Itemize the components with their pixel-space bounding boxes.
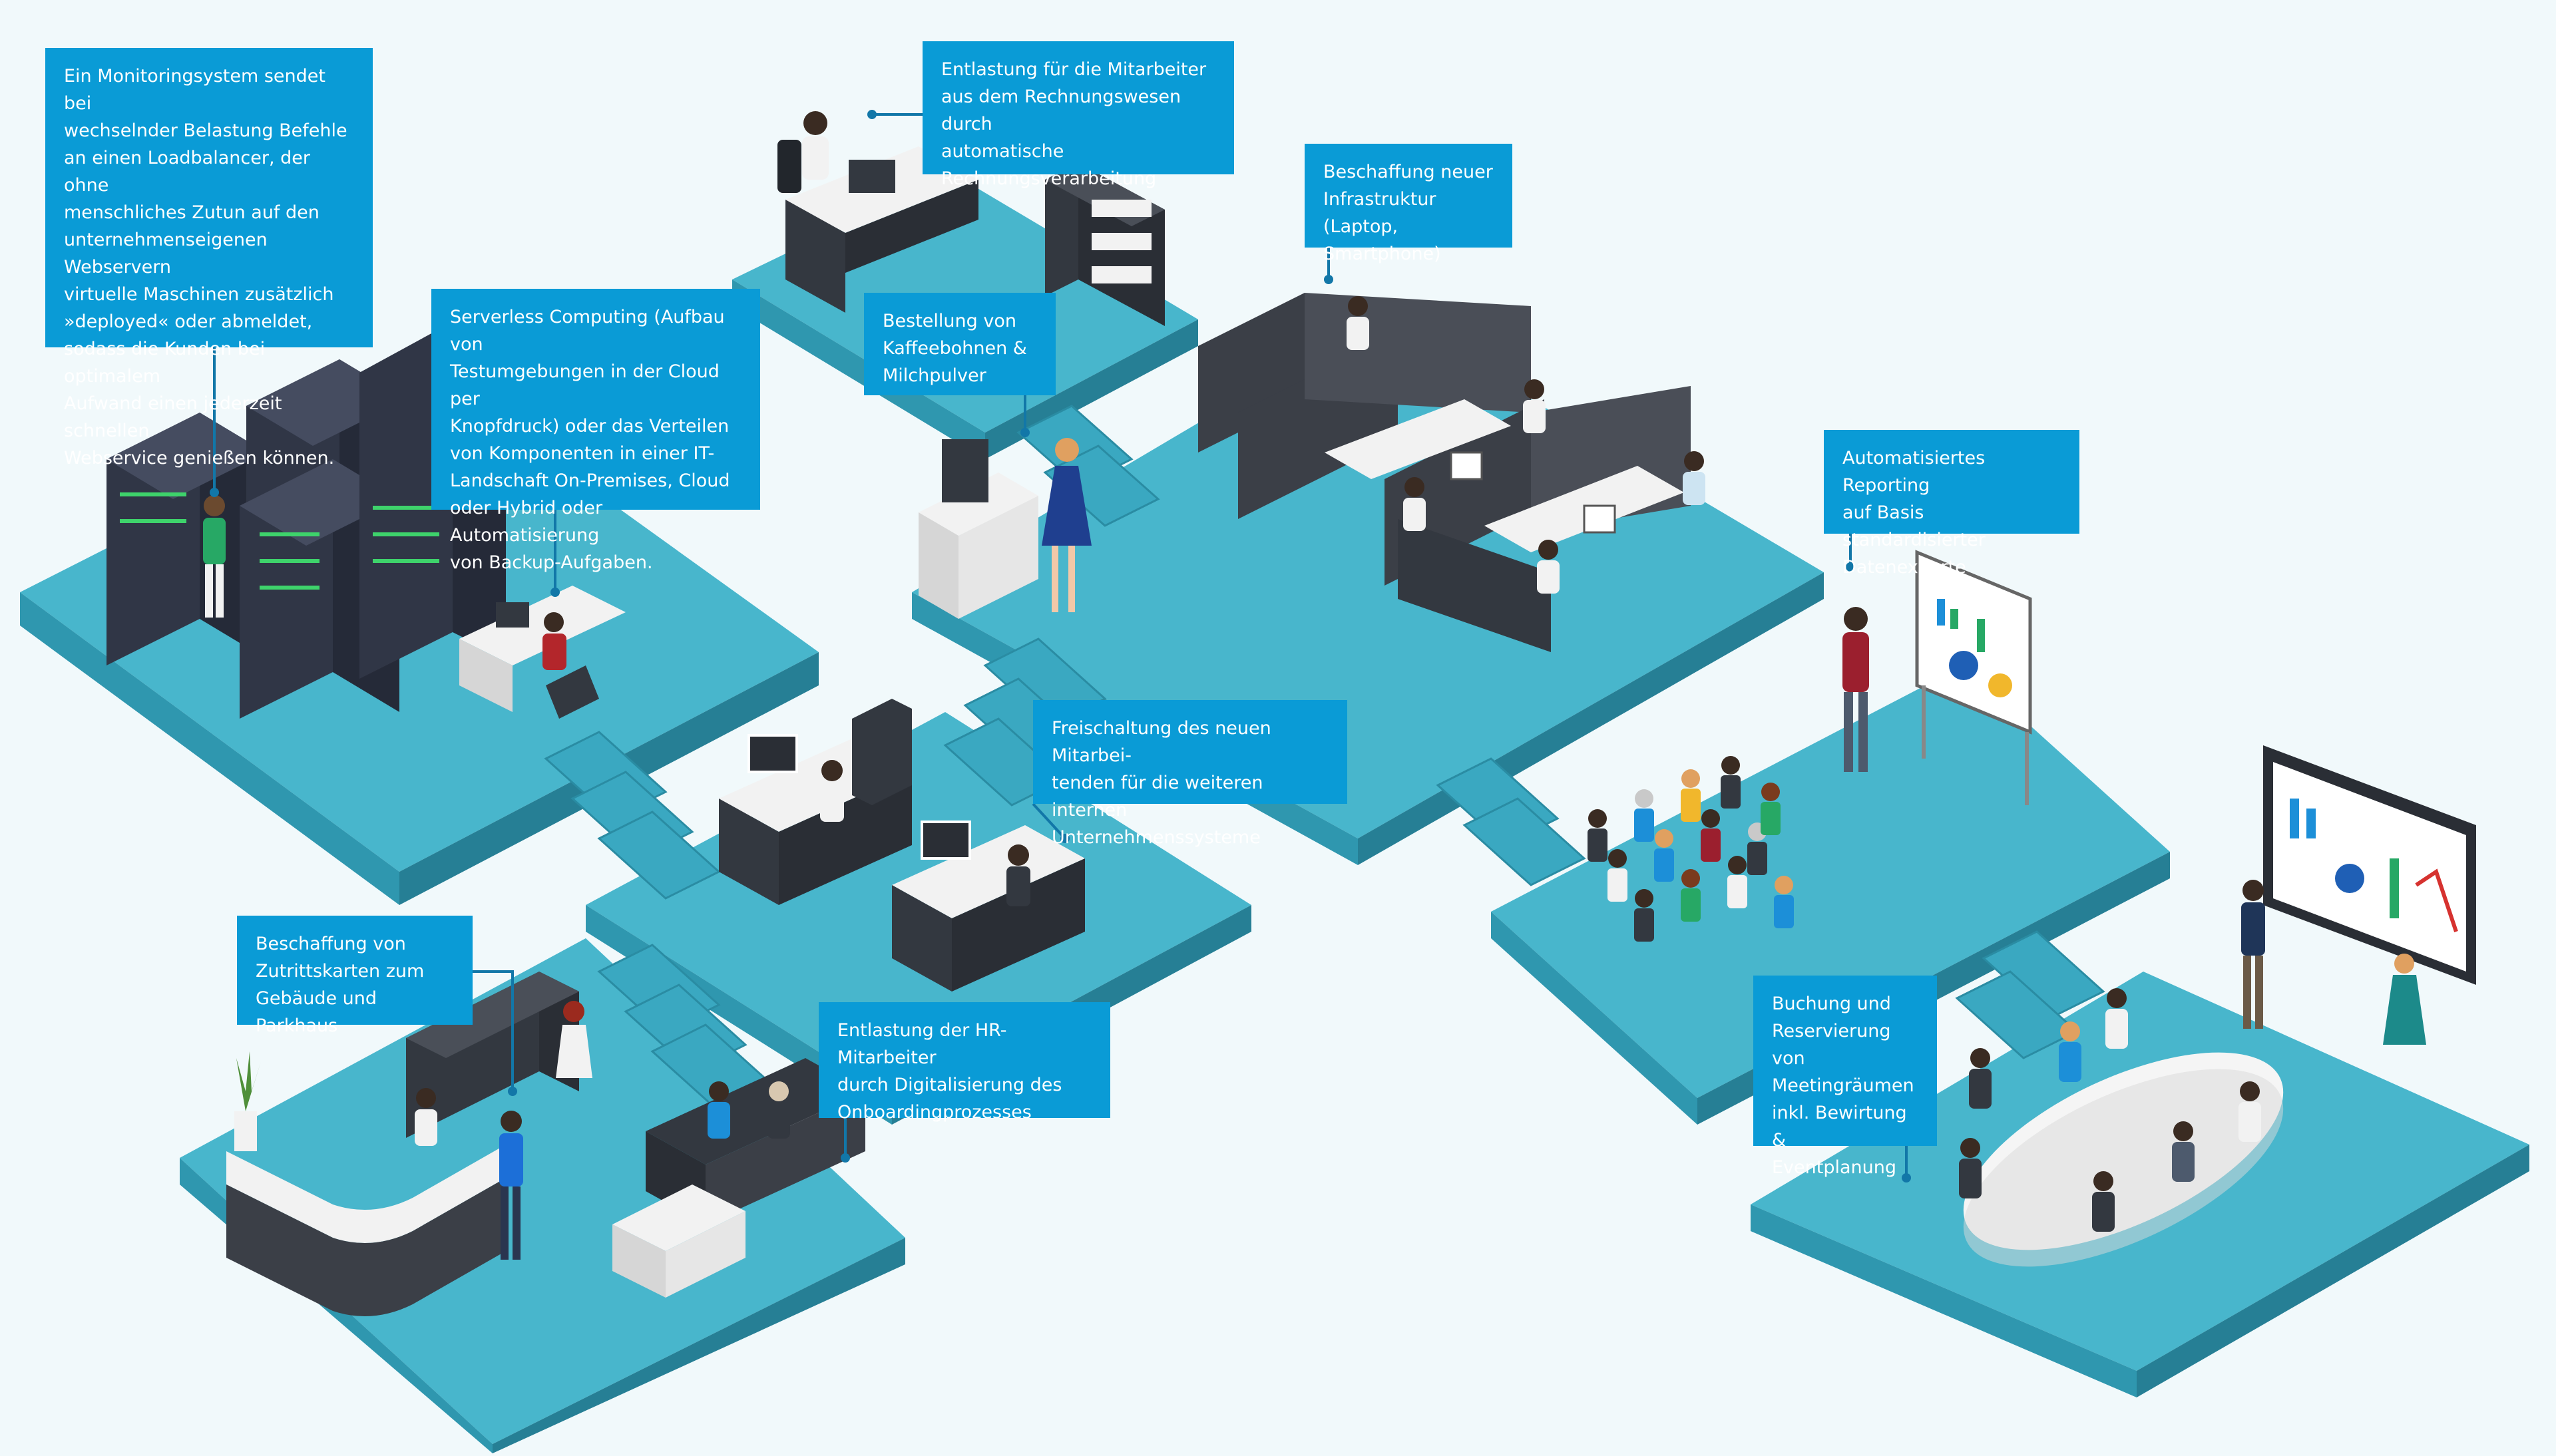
cubicles — [1198, 293, 1705, 652]
cubicle-workers — [1347, 296, 1705, 594]
callout-hr: Entlastung der HR-Mitarbeiter durch Digi… — [819, 1002, 1110, 1123]
leader-kaffee-end — [1020, 428, 1030, 437]
meeting-room — [1959, 745, 2476, 1267]
audience — [1588, 756, 1794, 942]
server-room-desk — [459, 586, 626, 719]
stairs-workspace-to-presentation — [1436, 757, 1586, 886]
stairs-server-to-middle — [544, 731, 721, 900]
presenter — [1842, 607, 1869, 772]
leader-zutrittskarten-end — [508, 1087, 517, 1096]
leader-monitoring-end — [210, 488, 219, 497]
reception-counter — [226, 1145, 506, 1316]
receptionists-and-visitor — [415, 1001, 592, 1260]
callout-serverless: Serverless Computing (Aufbau von Testumg… — [431, 289, 760, 573]
leader-freischaltung-end — [1060, 834, 1070, 843]
leader-reporting-end — [1846, 562, 1855, 572]
server-technician — [203, 495, 226, 618]
leader-freischaltung — [1032, 803, 1066, 840]
leader-hr-end — [841, 1153, 850, 1163]
callout-monitoring: Ein Monitoringsystem sendet bei wechseln… — [45, 48, 373, 468]
coffee-table — [612, 1184, 746, 1298]
presentation-area — [1588, 550, 2032, 942]
onboarding-desks — [719, 699, 1085, 992]
leader-zutrittskarten — [473, 970, 514, 1091]
file-cabinet — [1045, 163, 1165, 326]
plant — [234, 1051, 261, 1151]
callout-kaffee: Bestellung von Kaffeebohnen & Milchpulve… — [864, 293, 1056, 395]
conference-table — [1963, 1052, 2284, 1267]
leader-meeting-end — [1902, 1173, 1911, 1183]
presenters-meeting — [2241, 880, 2426, 1045]
meeting-attendees — [1959, 988, 2261, 1232]
reception — [226, 972, 865, 1316]
coffee-station — [919, 438, 1092, 619]
leader-infrastruktur-end — [1324, 275, 1333, 284]
wall-display — [2263, 745, 2476, 985]
callout-rechnungswesen: Entlastung für die Mitarbeiter aus dem R… — [923, 41, 1234, 189]
callout-meeting: Buchung und Reservierung von Meetingräum… — [1753, 976, 1937, 1178]
callout-freischaltung: Freischaltung des neuen Mitarbei- tenden… — [1033, 700, 1347, 848]
callout-zutrittskarten: Beschaffung von Zutrittskarten zum Gebäu… — [237, 916, 473, 1036]
callout-reporting: Automatisiertes Reporting auf Basis stan… — [1824, 430, 2079, 578]
server-led-lights — [120, 492, 439, 590]
leader-rechnungswesen-end — [867, 110, 877, 119]
callout-infrastruktur: Beschaffung neuer Infrastruktur (Laptop,… — [1305, 144, 1512, 264]
label-leader-lines — [210, 110, 1911, 1183]
sofa — [646, 1058, 865, 1224]
whiteboard — [1915, 550, 2032, 805]
leader-serverless-end — [550, 588, 560, 597]
